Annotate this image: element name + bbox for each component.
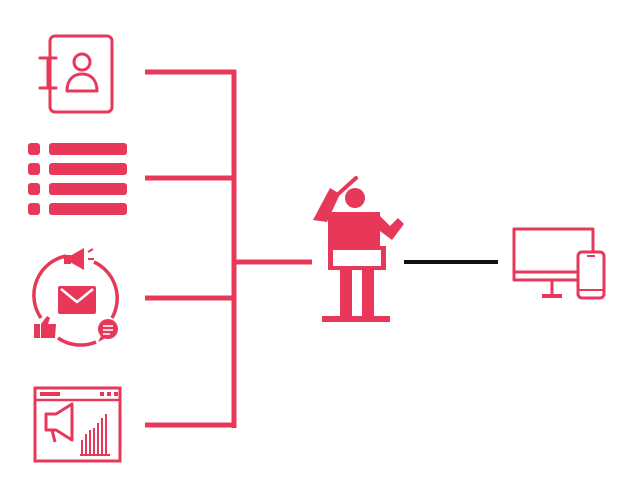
email-marketing-cycle-icon [32,248,119,347]
desktop-mobile-devices-icon [512,227,606,300]
list-icon [28,143,127,215]
connector-tree [145,69,312,428]
browser-megaphone-chart-icon [33,386,122,463]
contact-book-icon [38,34,114,114]
conductor-podium-icon [313,176,404,322]
